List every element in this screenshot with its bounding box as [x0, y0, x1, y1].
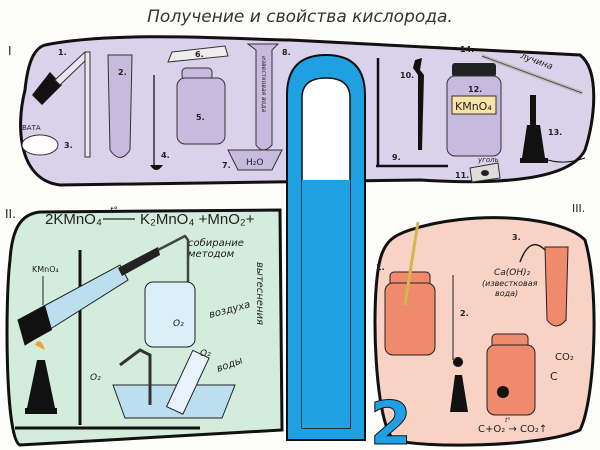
item-8-label: известковая вода [260, 56, 267, 112]
panel-3-item-3: 3. [512, 233, 521, 242]
item-3-label: ВАТА [22, 124, 41, 132]
item-8-number: 8. [282, 48, 291, 57]
panel-2-roman: II. [5, 207, 16, 221]
item-9-number: 9. [392, 153, 401, 162]
o2-subscript: 2 [370, 389, 412, 450]
kmno4-label: KMnO₄ [32, 265, 59, 274]
item-11-number: 11. [455, 171, 469, 180]
item-7-label: H₂O [246, 158, 263, 168]
item-1-number: 1. [58, 48, 67, 57]
charcoal-plate: 11. уголь [455, 156, 501, 183]
item-11-label: уголь [477, 156, 499, 164]
calcium-hydroxide-label: Ca(OH)₂ [494, 268, 531, 278]
glass-plate: 6. [167, 45, 229, 63]
tube-gas-label: O₂ [200, 349, 211, 359]
stopper-with-tube: 1. [32, 48, 91, 158]
item-4-number: 4. [161, 151, 170, 160]
carbon-label: C [550, 370, 558, 383]
combustion-condition: t° [505, 417, 510, 424]
panel-3-roman: III. [572, 202, 585, 215]
clamp: 10. [400, 58, 424, 150]
collecting-jar: O₂ [144, 281, 196, 348]
inlet-gas-label: O₂ [90, 373, 101, 383]
item-12-label: KMnO₄ [455, 100, 492, 113]
combustion-spoon: 4. [150, 75, 170, 170]
panel-2-equation-left: 2KMnO₄ [45, 211, 102, 228]
heating-apparatus [15, 234, 200, 430]
panel-1-roman: I [8, 44, 12, 58]
item-2-number: 2. [118, 68, 127, 77]
method-label-2: методом [188, 249, 235, 260]
test-tube: 2. [107, 54, 133, 158]
limewater-test-tube: 3. Ca(OH)₂ (известковая вода) [482, 233, 569, 327]
method-label-1: собирание [188, 237, 244, 249]
jar-gas-label: O₂ [173, 319, 184, 329]
jar-with-burning-charcoal: 2. CO₂ C C+O₂ → CO₂↑ t° [450, 275, 574, 435]
item-5-number: 5. [196, 113, 205, 122]
spirit-burner: 13. [520, 95, 586, 163]
item-6-number: 6. [195, 50, 204, 59]
glass-jar: 5. [176, 67, 226, 145]
item-7-number: 7. [222, 161, 231, 170]
water-trough: O₂ O₂ [90, 348, 236, 419]
panel-2-equation-right: K₂MnO₄ +MnO₂+ [140, 211, 255, 228]
kmno4-jar: 12. KMnO₄ [446, 63, 502, 157]
lab-stand: 9. [376, 58, 448, 168]
cotton-wool: ВАТА 3. [21, 124, 73, 156]
item-12-number: 12. [468, 85, 482, 94]
item-14-number: 14. [460, 45, 474, 54]
item-13-number: 13. [548, 128, 562, 137]
limewater-note-2: вода) [495, 289, 518, 298]
limewater-note-1: (известковая [482, 279, 538, 288]
jar-with-splinter: 1. [376, 221, 436, 356]
poster-title: Получение и свойства кислорода. [147, 7, 453, 27]
co2-label: CO₂ [555, 352, 574, 363]
o2-logo: 2 [286, 53, 412, 450]
panel-3-item-2: 2. [460, 309, 469, 318]
displacement-label: вытеснения [254, 262, 265, 325]
item-3-number: 3. [64, 141, 73, 150]
item-10-number: 10. [400, 71, 414, 80]
panel-3-item-1: 1. [376, 263, 385, 272]
limewater-tube: 8. известковая вода [246, 43, 291, 151]
combustion-equation: C+O₂ → CO₂↑ [478, 424, 547, 435]
panel-2-condition: t° [110, 206, 118, 216]
